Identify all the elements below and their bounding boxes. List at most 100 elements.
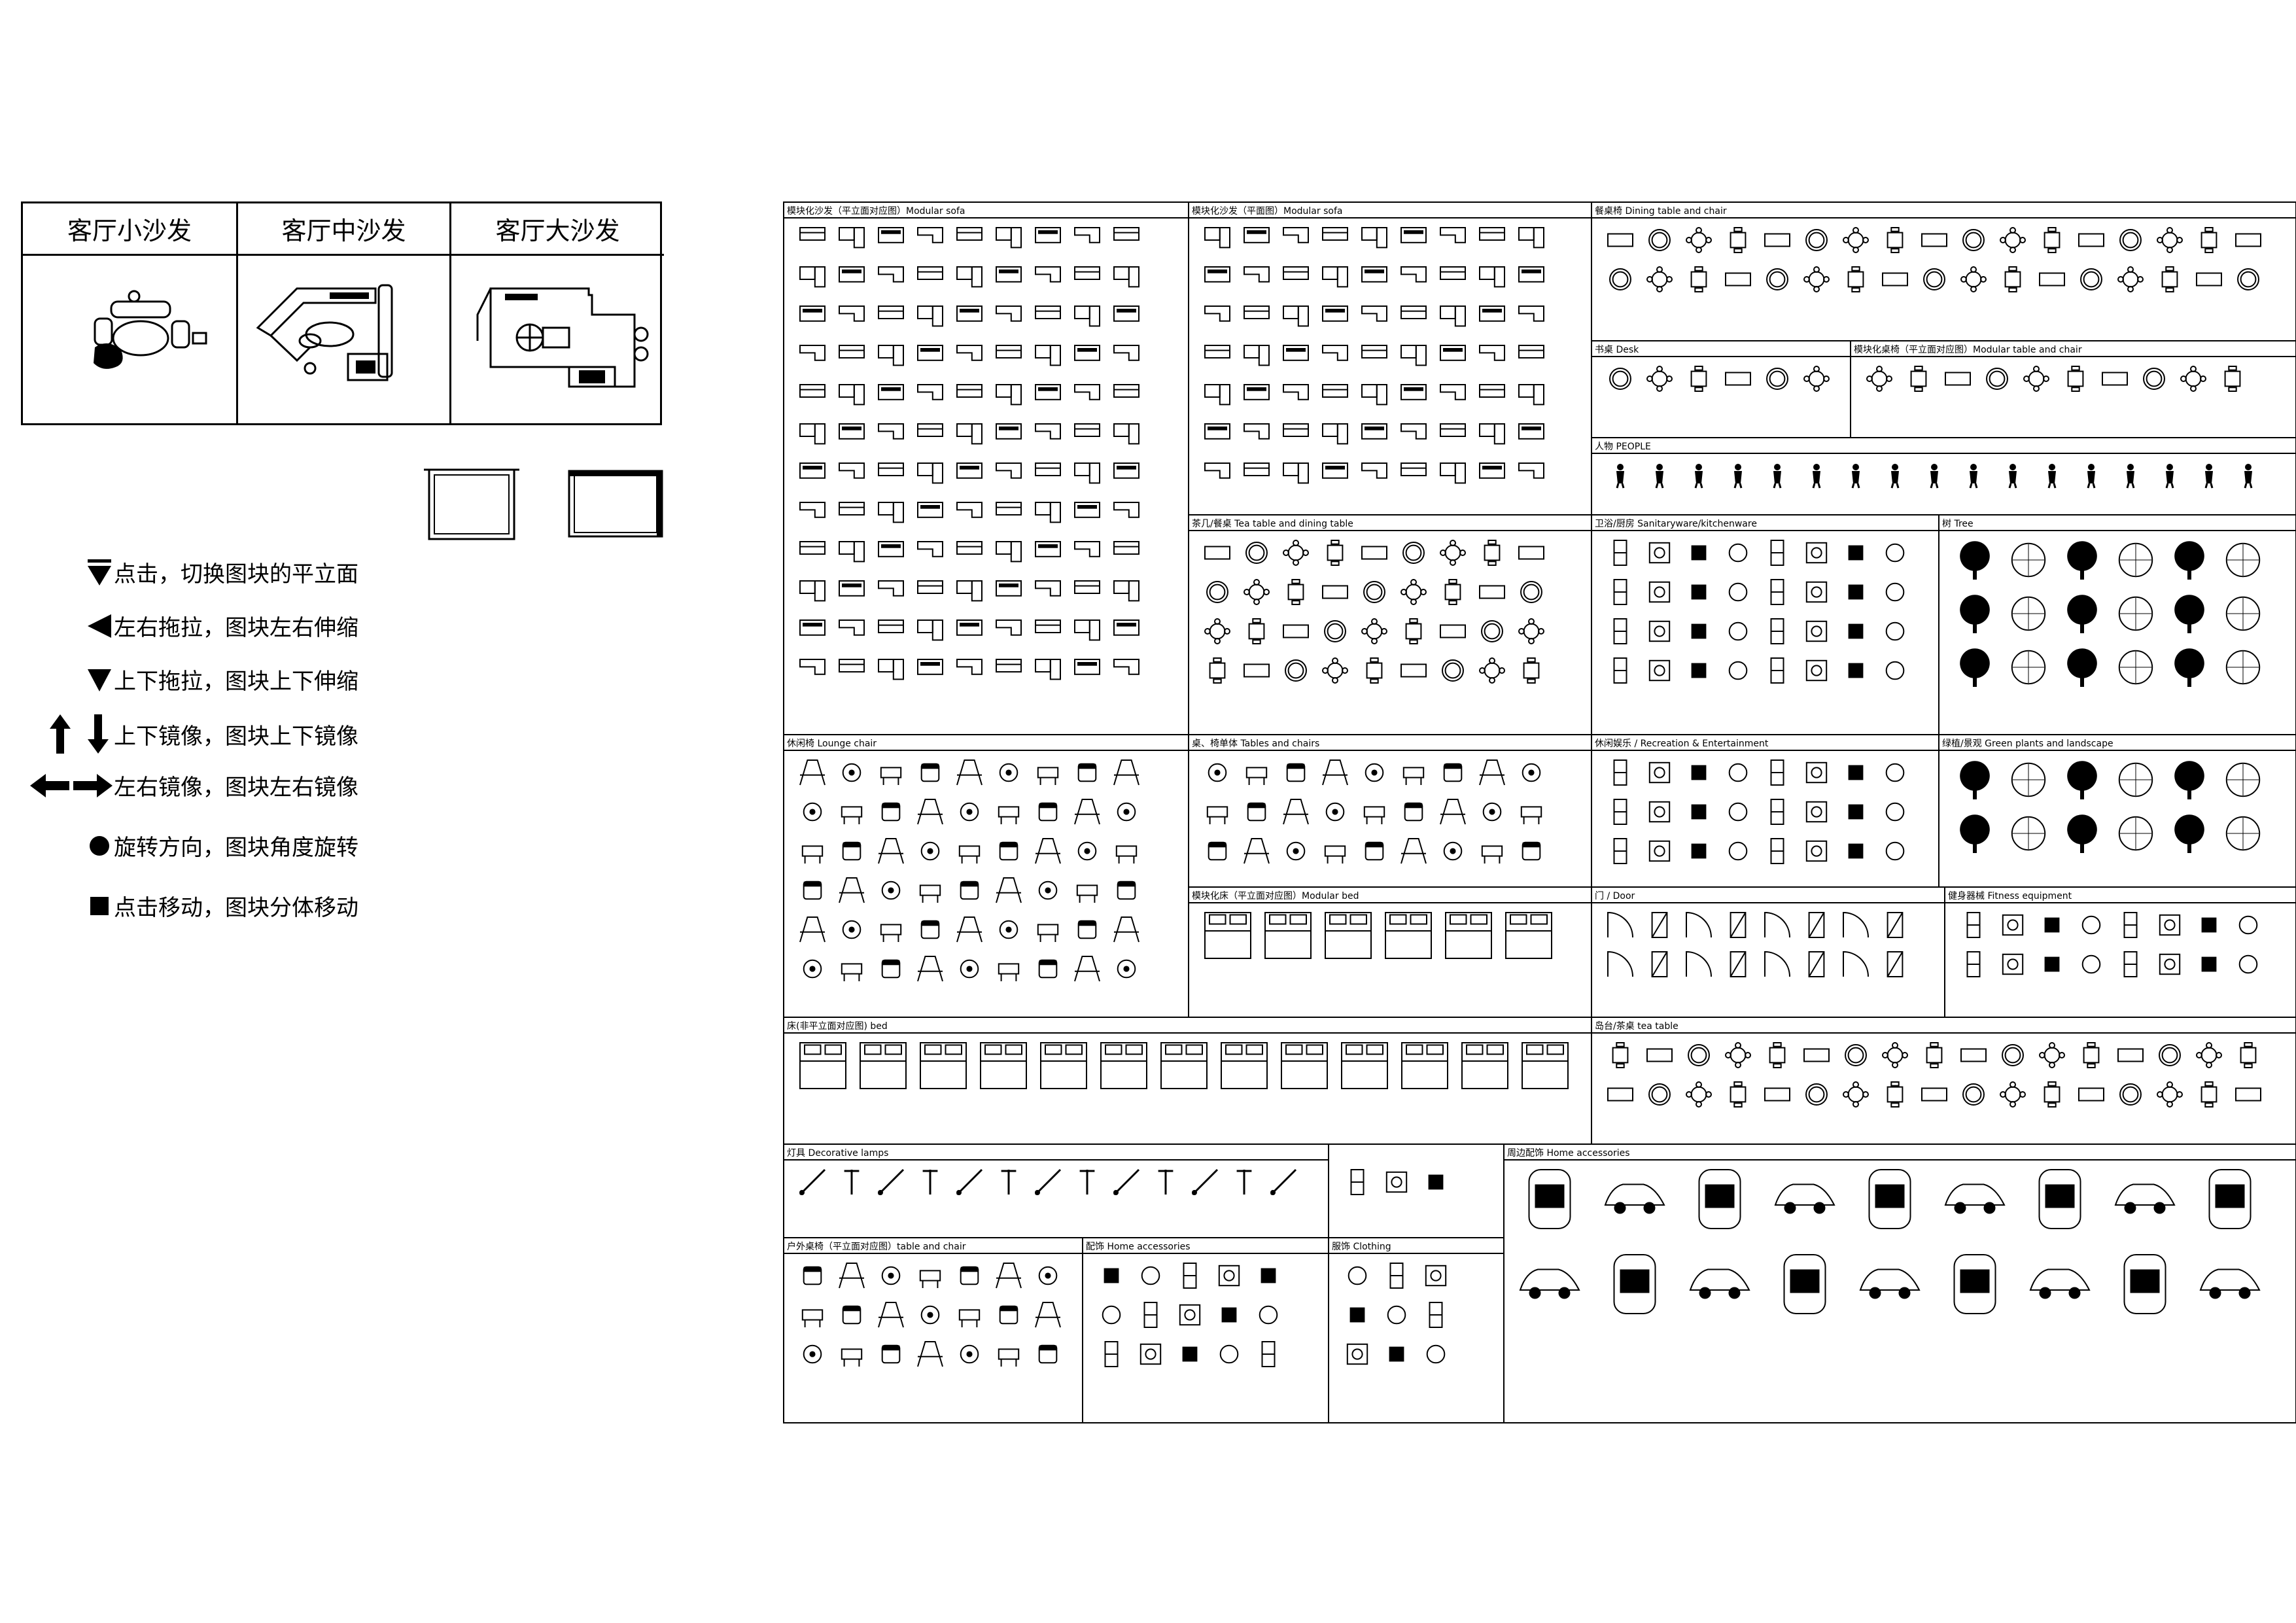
catalog-cell-modular-table[interactable]: 模块化桌椅（平立面对应图）Modular table and chair: [1850, 340, 2296, 438]
triangle-left-icon: [42, 612, 114, 640]
legend-item-4: 左右镜像，图块左右镜像: [26, 769, 358, 801]
catalog-cell-title: 茶几/餐桌 Tea table and dining table: [1192, 519, 1353, 529]
legend-item-1: 左右拖拉，图块左右伸缩: [42, 610, 358, 642]
table-block-icons: [1204, 540, 1544, 684]
legend-text-6: 点击移动，图块分体移动: [114, 895, 358, 921]
lamp-block-icons: [799, 1168, 1297, 1196]
legend-text-4: 左右镜像，图块左右镜像: [114, 775, 358, 801]
catalog-cell-title: 健身器械 Fitness equipment: [1948, 891, 2072, 901]
catalog-cell-title: 配饰 Home accessories: [1086, 1242, 1191, 1252]
large-sofa-drawing[interactable]: [451, 256, 664, 427]
catalog-cell-title: 休闲娱乐 / Recreation & Entertainment: [1595, 739, 1769, 749]
misc-block-icons: [1102, 1263, 1278, 1367]
catalog-cell-divider: [784, 1159, 1328, 1161]
table-block-icons: [1866, 366, 2241, 392]
misc-block-icons: [1966, 912, 2258, 977]
people-block-icons: [1616, 464, 2253, 489]
catalog-cell-modular-sofa-elev[interactable]: 模块化沙发（平立面对应图）Modular sofa: [783, 201, 1189, 735]
catalog-cell-bed[interactable]: 床(非平立面对应图) bed: [783, 1017, 1592, 1145]
catalog-cell-divider: [1083, 1253, 1328, 1254]
catalog-cell-home-acc-1[interactable]: 周边配饰 Home accessories: [1503, 1143, 2296, 1423]
catalog-cell-tables-chairs[interactable]: 桌、椅单体 Tables and chairs: [1188, 734, 1592, 888]
catalog-cell-divider: [784, 1253, 1082, 1254]
block-plan-icon[interactable]: [566, 468, 665, 540]
sofa-size-table: 客厅小沙发 客厅中沙发: [21, 201, 664, 425]
catalog-cell-title: 餐桌椅 Dining table and chair: [1595, 206, 1727, 217]
catalog-cell-door[interactable]: 门 / Door: [1591, 886, 1945, 1018]
catalog-cell-divider: [1592, 453, 2295, 454]
sofa-col-small[interactable]: 客厅小沙发: [23, 203, 236, 423]
sofa-col-medium[interactable]: 客厅中沙发: [236, 203, 449, 423]
catalog-cell-divider: [1851, 356, 2295, 357]
catalog-cell-green[interactable]: 绿植/景观 Green plants and landscape: [1938, 734, 2296, 888]
catalog-cell-people[interactable]: 人物 PEOPLE: [1591, 437, 2296, 515]
catalog-cell-divider: [1592, 902, 1944, 903]
sofa-col-large[interactable]: 客厅大沙发: [449, 203, 664, 423]
catalog-cell-home-acc-2[interactable]: 配饰 Home accessories: [1082, 1237, 1329, 1423]
legend-item-2: 上下拖拉，图块上下伸缩: [42, 663, 358, 695]
catalog-cell-title: 模块化沙发（平立面对应图）Modular sofa: [787, 206, 965, 217]
bed-block-icons: [1204, 912, 1552, 959]
block-catalog: 模块化沙发（平立面对应图）Modular sofa 模块化沙发（平面图）Modul…: [783, 201, 2296, 1423]
catalog-cell-divider: [1945, 902, 2295, 903]
sofa-col-medium-label: 客厅中沙发: [238, 203, 449, 256]
arrows-left-right-icon: [26, 771, 114, 800]
catalog-cell-modular-bed[interactable]: 模块化床（平立面对应图）Modular bed: [1188, 886, 1592, 1018]
triangle-down-icon: [42, 665, 114, 694]
triangle-down-bar-icon: [42, 558, 114, 587]
misc-block-icons: [1613, 540, 1905, 684]
catalog-cell-modular-sofa-plan[interactable]: 模块化沙发（平面图）Modular sofa: [1188, 201, 1592, 515]
chair-block-icons: [1206, 759, 1542, 864]
catalog-cell-divider: [1592, 356, 1850, 357]
catalog-cell-title: 岛台/茶桌 tea table: [1595, 1021, 1679, 1032]
misc-block-icons: [1613, 759, 1905, 864]
sofa-block-icons: [1204, 227, 1544, 484]
catalog-cell-title: 床(非平立面对应图) bed: [787, 1021, 888, 1032]
catalog-cell-title: 树 Tree: [1942, 519, 1974, 529]
tree-block-icons: [1960, 761, 2261, 853]
catalog-cell-tree[interactable]: 树 Tree: [1938, 514, 2296, 735]
catalog-cell-clothing[interactable]: 服饰 Clothing: [1328, 1237, 1505, 1423]
medium-sofa-drawing[interactable]: [238, 256, 449, 427]
legend-text-2: 上下拖拉，图块上下伸缩: [114, 669, 358, 695]
legend-text-3: 上下镜像，图块上下镜像: [114, 723, 358, 750]
catalog-cell-title: 门 / Door: [1595, 891, 1635, 901]
catalog-cell-title: 书桌 Desk: [1595, 345, 1639, 355]
catalog-cell-divider: [784, 1032, 1591, 1034]
tree-block-icons: [1960, 541, 2261, 687]
legend-text-5: 旋转方向，图块角度旋转: [114, 835, 358, 861]
small-sofa-drawing[interactable]: [23, 256, 236, 427]
arrows-up-down-icon: [42, 713, 114, 755]
catalog-cell-divider: [1592, 217, 2295, 218]
catalog-cell-dining[interactable]: 餐桌椅 Dining table and chair: [1591, 201, 2296, 341]
legend-item-0: 点击，切换图块的平立面: [42, 556, 358, 588]
catalog-cell-outdoor[interactable]: 户外桌椅（平立面对应图）table and chair: [783, 1237, 1083, 1423]
catalog-cell-fitness[interactable]: 健身器械 Fitness equipment: [1944, 886, 2296, 1018]
sofa-block-icons: [799, 227, 1139, 680]
catalog-cell-tea-table[interactable]: 岛台/茶桌 tea table: [1591, 1017, 2296, 1145]
table-block-icons: [1607, 1042, 2261, 1108]
catalog-cell-title: 模块化床（平立面对应图）Modular bed: [1192, 891, 1359, 901]
door-block-icons: [1607, 911, 1904, 977]
catalog-cell-lounge[interactable]: 休闲椅 Lounge chair: [783, 734, 1189, 1018]
catalog-cell-lamps[interactable]: 灯具 Decorative lamps: [783, 1143, 1329, 1238]
catalog-cell-lamp-extra[interactable]: [1328, 1143, 1505, 1238]
catalog-cell-desk[interactable]: 书桌 Desk: [1591, 340, 1851, 438]
catalog-cell-title: 户外桌椅（平立面对应图）table and chair: [787, 1242, 966, 1252]
catalog-cell-title: 服饰 Clothing: [1332, 1242, 1391, 1252]
catalog-cell-recreation[interactable]: 休闲娱乐 / Recreation & Entertainment: [1591, 734, 1939, 888]
catalog-cell-tea-dining[interactable]: 茶几/餐桌 Tea table and dining table: [1188, 514, 1592, 735]
catalog-cell-divider: [1592, 1032, 2295, 1034]
medium-sofa-icon: [256, 284, 393, 381]
catalog-cell-sanitary[interactable]: 卫浴/厨房 Sanitaryware/kitchenware: [1591, 514, 1939, 735]
catalog-cell-title: 模块化沙发（平面图）Modular sofa: [1192, 206, 1343, 217]
legend-item-6: 点击移动，图块分体移动: [42, 890, 358, 922]
sofa-col-small-label: 客厅小沙发: [23, 203, 236, 256]
table-block-icons: [1607, 227, 2261, 293]
legend-text-1: 左右拖拉，图块左右伸缩: [114, 615, 358, 641]
circle-icon: [42, 831, 114, 860]
block-elevation-icon[interactable]: [424, 464, 519, 544]
catalog-cell-divider: [1505, 1159, 2295, 1161]
legend-item-5: 旋转方向，图块角度旋转: [42, 829, 358, 862]
catalog-cell-divider: [1939, 750, 2295, 751]
